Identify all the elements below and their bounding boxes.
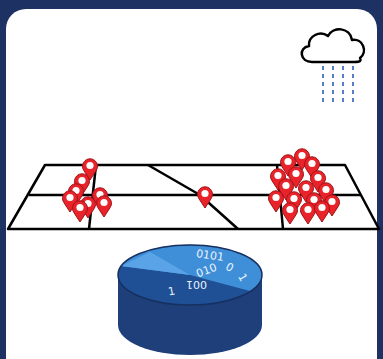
- cloud-icon: [302, 29, 364, 104]
- map-grid: [8, 165, 379, 229]
- location-pin: [73, 201, 88, 222]
- location-pin: [301, 203, 316, 224]
- location-pin: [198, 187, 213, 208]
- binary-digits: 0101: [195, 248, 224, 263]
- location-pin: [269, 191, 284, 212]
- location-pins: [63, 149, 340, 224]
- location-pin: [283, 203, 298, 224]
- database-cylinder: [118, 245, 262, 355]
- location-pin: [315, 201, 330, 222]
- binary-digits: 001: [186, 279, 207, 290]
- location-pin: [97, 196, 112, 217]
